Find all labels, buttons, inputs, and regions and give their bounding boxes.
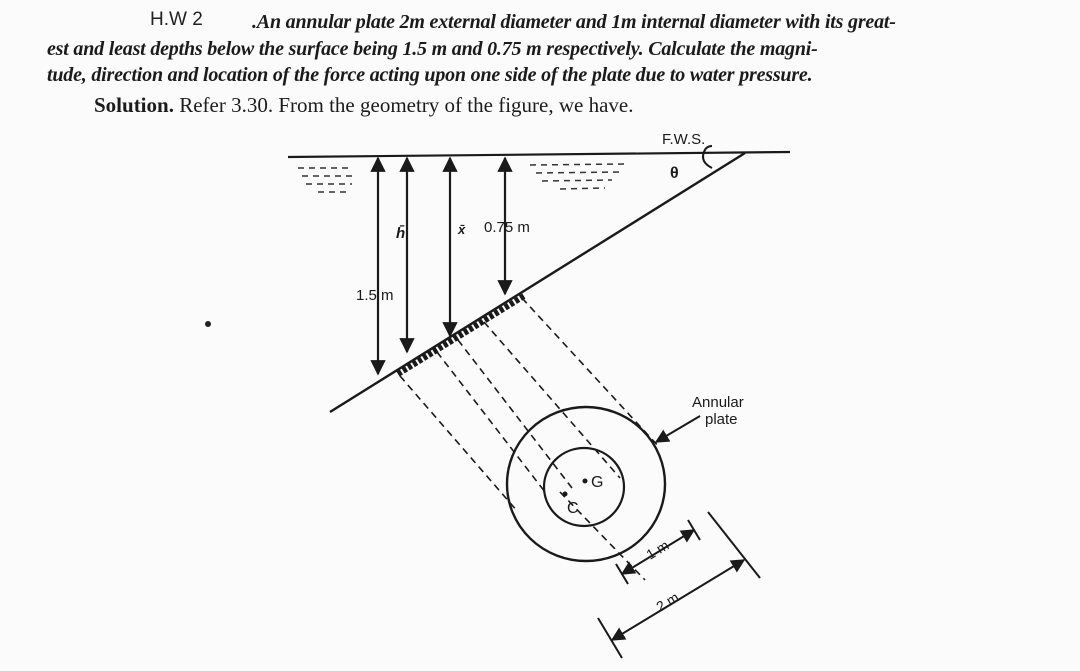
pressure-centre-depth-label: h̄ (396, 224, 405, 242)
outer-diameter-tick-2 (707, 511, 761, 579)
least-depth-label: 0.75 m (484, 219, 530, 236)
problem-statement-line-1: .An annular plate 2m external diameter a… (252, 11, 896, 33)
homework-label: H.W 2 (150, 9, 203, 30)
outer-diameter-tick-1 (597, 617, 623, 659)
free-water-surface-label: F.W.S. (662, 131, 705, 148)
plate-edge-view (396, 293, 526, 377)
inner-diameter-tick-1 (615, 563, 629, 585)
centroid-label: G (591, 474, 603, 491)
inner-diameter-tick-2 (687, 519, 701, 541)
plate-label-line-1: Annular (692, 394, 744, 411)
centre-of-pressure-label: C (567, 500, 579, 517)
water-hatching (298, 163, 625, 193)
outer-circle (505, 405, 667, 563)
angle-theta-arc (702, 145, 713, 169)
outer-diameter-dimension (610, 559, 746, 641)
plate-label-line-2: plate (705, 411, 738, 428)
problem-statement-line-3: tude, direction and location of the forc… (47, 64, 813, 86)
solution-heading: Solution. (94, 93, 174, 117)
free-water-surface-line (287, 150, 791, 159)
plate-label-leader-arrow (654, 415, 701, 443)
centroid-depth-label: x̄ (457, 222, 466, 237)
stray-dot (205, 321, 211, 327)
solution-text: Refer 3.30. From the geometry of the fig… (173, 93, 634, 117)
inclined-plate-plane (329, 151, 746, 414)
solution-line: Solution. Refer 3.30. From the geometry … (94, 93, 633, 118)
angle-theta-label: θ (670, 165, 679, 182)
inner-circle (542, 446, 626, 528)
outer-diameter-label: 2 m (653, 589, 681, 615)
centroid-point (582, 478, 588, 484)
greatest-depth-label: 1.5 m (356, 287, 394, 304)
centre-of-pressure-point (562, 491, 568, 497)
problem-statement-line-2: est and least depths below the surface b… (47, 38, 818, 60)
